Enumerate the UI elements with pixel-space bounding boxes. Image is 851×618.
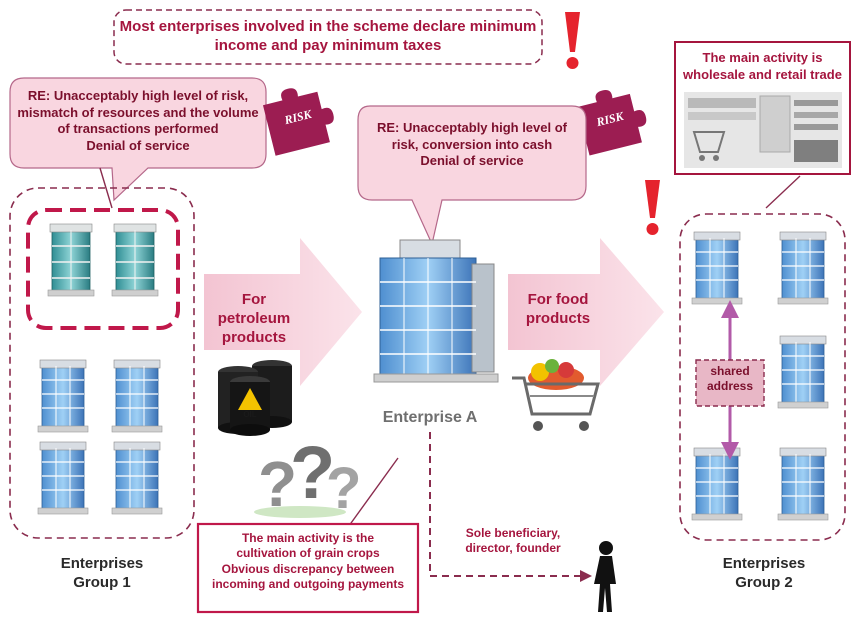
- arrowhead-icon: [580, 570, 592, 582]
- bottom-info-box: [196, 522, 420, 614]
- shared-address-line: shared: [710, 364, 750, 378]
- building-icon: [111, 441, 163, 515]
- left-callout-text: RE: Unacceptably high level of risk, mis…: [10, 88, 266, 155]
- bottom-box-line: The main activity is the: [241, 531, 375, 545]
- warning-icon: [645, 180, 660, 235]
- connector-line: [765, 175, 801, 209]
- beneficiary-label: Sole beneficiary, director, founder: [448, 526, 578, 557]
- warning-icon: [565, 12, 580, 69]
- building-icon: [37, 441, 89, 515]
- arrow-right-label: For food products: [508, 290, 608, 328]
- top-notice-text: Most enterprises involved in the scheme …: [114, 17, 542, 55]
- callout-line: RE: Unacceptably high level of: [377, 120, 567, 135]
- callout-line: Denial of service: [86, 137, 190, 153]
- store-box-line: wholesale and retail trade: [683, 66, 842, 82]
- store-box-text: The main activity is wholesale and retai…: [675, 50, 850, 83]
- group-label-line: Enterprises: [60, 555, 144, 572]
- arrow-left-label: For petroleum products: [204, 290, 304, 348]
- group1-container: [9, 187, 195, 539]
- building-icon: [777, 447, 829, 521]
- arrow-label-line: For petroleum: [217, 291, 291, 328]
- bottom-box-text: The main activity is the cultivation of …: [198, 531, 418, 592]
- ownership-link: [429, 432, 580, 577]
- building-icon: [691, 447, 743, 521]
- callout-line: of transactions performed: [57, 121, 219, 137]
- left-callout-bubble: [9, 77, 267, 202]
- oil-barrels-icon: [218, 360, 292, 436]
- group-label-line: Enterprises: [722, 555, 806, 572]
- beneficiary-silhouette-icon: [594, 541, 616, 612]
- beneficiary-line: director, founder: [465, 541, 561, 556]
- building-icon: [691, 231, 743, 305]
- callout-line: risk, conversion into cash: [391, 136, 553, 152]
- puzzle-risk-icon-2: [577, 90, 647, 156]
- top-notice-box: [113, 9, 543, 65]
- center-callout-bubble: [357, 105, 587, 246]
- callout-line: RE: Unacceptably high level of risk,: [27, 88, 249, 103]
- bottom-box-line: cultivation of grain crops: [236, 546, 380, 561]
- group1-label: Enterprises Group 1: [30, 554, 174, 592]
- group-label-line: Group 1: [73, 574, 131, 592]
- svg-text:?: ?: [290, 431, 335, 514]
- arrow-label-line: products: [525, 310, 591, 328]
- store-box-line: The main activity is: [702, 50, 823, 65]
- store-shelves-illustration: [684, 92, 842, 168]
- connector-line: [345, 457, 399, 531]
- top-notice-line: Most enterprises involved in the scheme …: [119, 18, 537, 35]
- top-notice-line: income and pay minimum taxes: [214, 37, 442, 55]
- connector-line: [99, 167, 113, 209]
- enterprise-a-label: Enterprise A: [382, 409, 478, 426]
- arrow-label-line: products: [221, 329, 287, 347]
- building-icon: [777, 231, 829, 305]
- building-icon: [47, 223, 95, 297]
- oil-label: OIL: [243, 410, 257, 419]
- shopping-cart-icon: [512, 359, 600, 431]
- building-icon: [777, 335, 829, 409]
- building-icon: [111, 359, 163, 433]
- building-icon: [37, 359, 89, 433]
- shared-address-line: address: [706, 379, 754, 394]
- bottom-box-line: incoming and outgoing payments: [212, 577, 404, 592]
- shared-address-box: [695, 359, 765, 407]
- building-icon: [111, 223, 159, 297]
- shared-address-label: shared address: [696, 364, 764, 395]
- arrow-label-line: For food: [527, 291, 589, 308]
- callout-line: Denial of service: [420, 153, 524, 169]
- puzzle-risk-icon: [262, 88, 334, 156]
- flow-arrow-left: [204, 238, 362, 386]
- group-label-line: Group 2: [735, 574, 793, 592]
- enterprise-a-building-icon: [373, 239, 499, 383]
- question-marks-icon: ? ? ?: [254, 431, 361, 521]
- group2-container: [679, 213, 846, 541]
- group2-label: Enterprises Group 2: [692, 554, 836, 592]
- center-callout-text: RE: Unacceptably high level of risk, con…: [358, 120, 586, 170]
- callout-line: mismatch of resources and the volume: [17, 104, 259, 120]
- bottom-box-line: Obvious discrepancy between: [221, 561, 395, 576]
- beneficiary-line: Sole beneficiary,: [465, 526, 561, 540]
- group1-highlight: [26, 208, 180, 330]
- flow-arrow-right: [508, 238, 664, 386]
